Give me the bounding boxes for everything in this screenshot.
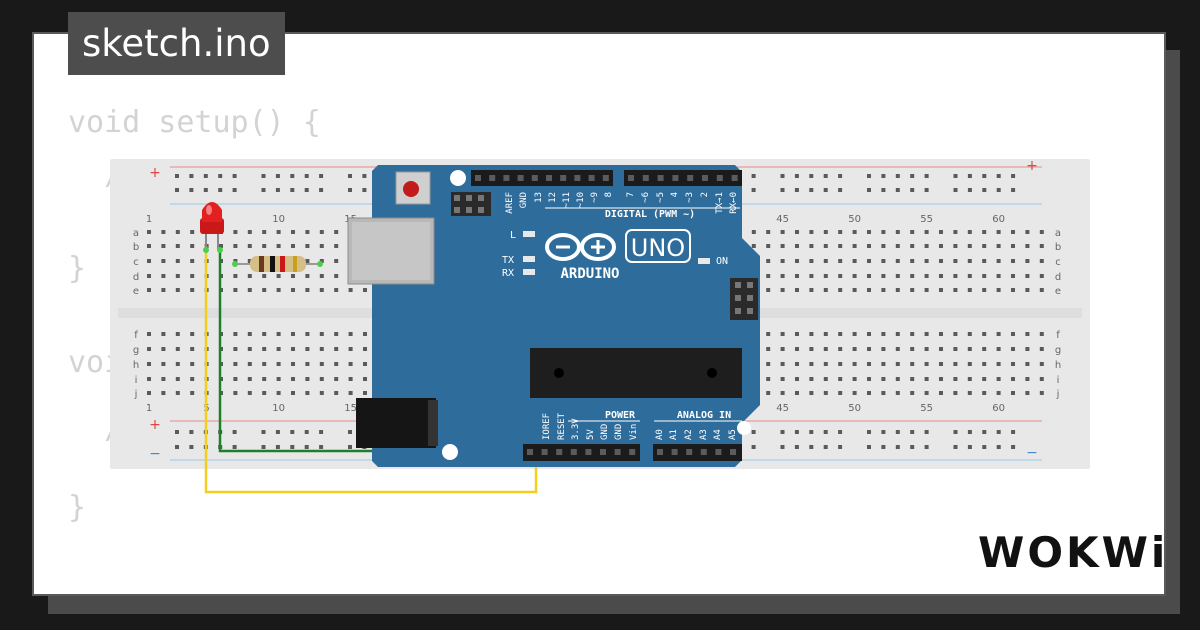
row-letter-label: b <box>1055 242 1061 253</box>
led-l-label: L <box>510 230 516 241</box>
row-letter-label: f <box>134 330 138 341</box>
column-number-label: 45 <box>776 403 789 414</box>
digital-pin-label: GND <box>519 192 529 208</box>
analog-pin-label: A3 <box>699 429 709 440</box>
analog-header-label: ANALOG IN <box>677 410 731 421</box>
digital-pin-label: 4 <box>670 192 680 197</box>
rail-minus-label: − <box>149 446 161 462</box>
pin-labels: AREF GND 13 12 ~11 ~10 ~9 8 7 ~6 ~5 4 ~3 2 TX→1 RX←0IOR… <box>505 192 739 440</box>
led-rx-label: RX <box>502 268 514 279</box>
row-letter-label: g <box>1055 345 1061 356</box>
row-letter-label: a <box>133 228 139 239</box>
analog-pin-label: A4 <box>713 429 723 440</box>
row-letter-label: d <box>1055 272 1061 283</box>
power-pin-label: RESET <box>557 412 567 440</box>
row-letter-label: i <box>135 375 138 386</box>
row-letter-label: c <box>133 257 139 268</box>
column-number-label: 50 <box>848 214 861 225</box>
digital-pin-label: AREF <box>505 192 515 214</box>
code-line-3: } <box>68 251 87 286</box>
digital-header-label: DIGITAL (PWM ~) <box>605 209 695 220</box>
arduino-brand-label: ARDUINO <box>560 266 619 282</box>
arduino-uno-board: UNO ARDUINO L TX RX ON DIGITAL (PWM ~) P… <box>347 165 760 467</box>
digital-pin-label: ~11 <box>562 192 572 208</box>
column-number-label: 10 <box>272 403 285 414</box>
digital-pin-label: RX←0 <box>729 192 739 214</box>
digital-pin-label: TX→1 <box>715 192 725 214</box>
rail-plus-label: + <box>1026 158 1038 174</box>
row-letter-label: g <box>133 345 139 356</box>
row-letter-label: h <box>1055 360 1061 371</box>
row-letter-label: a <box>1055 228 1061 239</box>
digital-pin-label: 13 <box>534 192 544 203</box>
column-number-label: 15 <box>344 403 357 414</box>
digital-pin-label: 7 <box>626 192 636 197</box>
code-line-1: void setup() { <box>68 105 321 140</box>
row-letter-label: h <box>133 360 139 371</box>
row-letter-label: b <box>133 242 139 253</box>
digital-pin-label: 12 <box>548 192 558 203</box>
analog-pin-label: A1 <box>669 429 679 440</box>
rail-plus-label: + <box>149 417 161 433</box>
column-number-label: 55 <box>920 403 933 414</box>
code-line-6: } <box>68 490 87 525</box>
power-pin-label: Vin <box>629 424 639 440</box>
red-led <box>200 202 224 253</box>
led-tx-label: TX <box>502 255 514 266</box>
power-pin-label: 5V <box>586 429 596 440</box>
column-number-label: 10 <box>272 214 285 225</box>
column-number-label: 1 <box>146 403 152 414</box>
column-number-label: 50 <box>848 403 861 414</box>
digital-pin-label: 2 <box>700 192 710 197</box>
uno-label: UNO <box>631 234 685 262</box>
file-name-tab[interactable]: sketch.ino <box>68 12 285 75</box>
analog-pin-label: A5 <box>728 429 738 440</box>
on-led-label: ON <box>716 256 728 267</box>
power-pin-label: GND <box>614 424 624 440</box>
digital-pin-label: ~6 <box>641 192 651 203</box>
column-number-label: 60 <box>992 403 1005 414</box>
power-pin-label: 3.3V <box>571 418 581 440</box>
row-letter-label: j <box>1056 389 1060 400</box>
column-number-label: 55 <box>920 214 933 225</box>
digital-pin-label: ~5 <box>656 192 666 203</box>
column-number-label: 45 <box>776 214 789 225</box>
analog-pin-label: A0 <box>655 429 665 440</box>
digital-pin-label: ~3 <box>685 192 695 203</box>
row-letter-label: e <box>133 286 139 297</box>
digital-pin-label: ~10 <box>576 192 586 208</box>
column-number-label: 60 <box>992 214 1005 225</box>
row-letter-label: d <box>133 272 139 283</box>
row-letter-label: c <box>1055 257 1061 268</box>
power-header-label: POWER <box>605 410 636 421</box>
digital-pin-label: 8 <box>604 192 614 197</box>
header-holes <box>454 175 753 455</box>
power-pin-label: IOREF <box>542 413 552 440</box>
power-pin-label: GND <box>600 424 610 440</box>
column-number-label: 1 <box>146 214 152 225</box>
digital-pin-label: ~9 <box>590 192 600 203</box>
row-letter-label: i <box>1057 375 1060 386</box>
resistor <box>232 256 323 272</box>
row-letter-label: f <box>1056 330 1060 341</box>
row-letter-label: j <box>134 389 138 400</box>
analog-pin-label: A2 <box>684 429 694 440</box>
wokwi-logo: WOKWi <box>978 528 1169 577</box>
rail-minus-label: − <box>1026 445 1038 461</box>
rail-plus-label: + <box>149 165 161 181</box>
row-letter-label: e <box>1055 286 1061 297</box>
